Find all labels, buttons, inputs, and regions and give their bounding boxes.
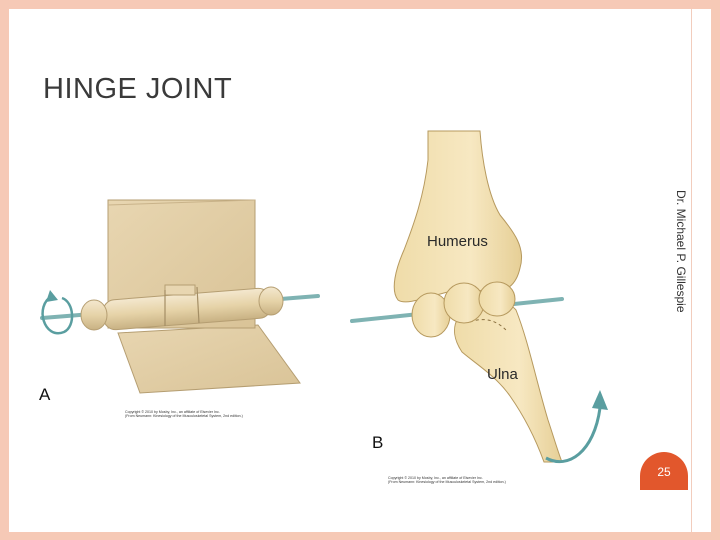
figure-label-b: B	[372, 433, 384, 452]
mechanical-hinge	[40, 199, 320, 394]
figure-b-copyright: Copyright © 2010 by Mosby, Inc., an affi…	[388, 476, 506, 485]
humerus-label: Humerus	[427, 233, 488, 250]
ulna-label: Ulna	[487, 366, 518, 383]
copyright-line: Copyright © 2010 by Mosby, Inc., an affi…	[125, 410, 220, 414]
figure-a-copyright: Copyright © 2010 by Mosby, Inc., an affi…	[125, 410, 243, 419]
author-vertical-text: Dr. Michael P. Gillespie	[674, 190, 688, 313]
elbow-joint	[350, 130, 608, 464]
hinge-end-knob-right	[258, 286, 284, 316]
rotation-arrow-icon	[41, 294, 74, 335]
slide-border-top	[0, 0, 720, 9]
copyright-line: (From Neumann: Kinesiology of the Muscul…	[388, 480, 506, 485]
copyright-line: Copyright © 2010 by Mosby, Inc., an affi…	[388, 476, 483, 480]
figure-label-a: A	[39, 385, 51, 404]
hinge-lower-plate	[117, 324, 301, 394]
slide-border-left	[0, 0, 9, 540]
slide-border-bottom	[0, 532, 720, 540]
copyright-line: (From Neumann: Kinesiology of the Muscul…	[125, 414, 243, 419]
page-number-badge: 25	[640, 452, 688, 490]
slide-border-right	[711, 0, 720, 540]
humerus-bone	[393, 130, 522, 303]
flexion-arrow-icon	[545, 407, 602, 464]
right-margin-divider	[691, 9, 692, 532]
humeral-trochlea	[443, 282, 485, 324]
hinge-end-knob-left	[80, 299, 108, 331]
slide-title: HINGE JOINT	[43, 73, 233, 105]
